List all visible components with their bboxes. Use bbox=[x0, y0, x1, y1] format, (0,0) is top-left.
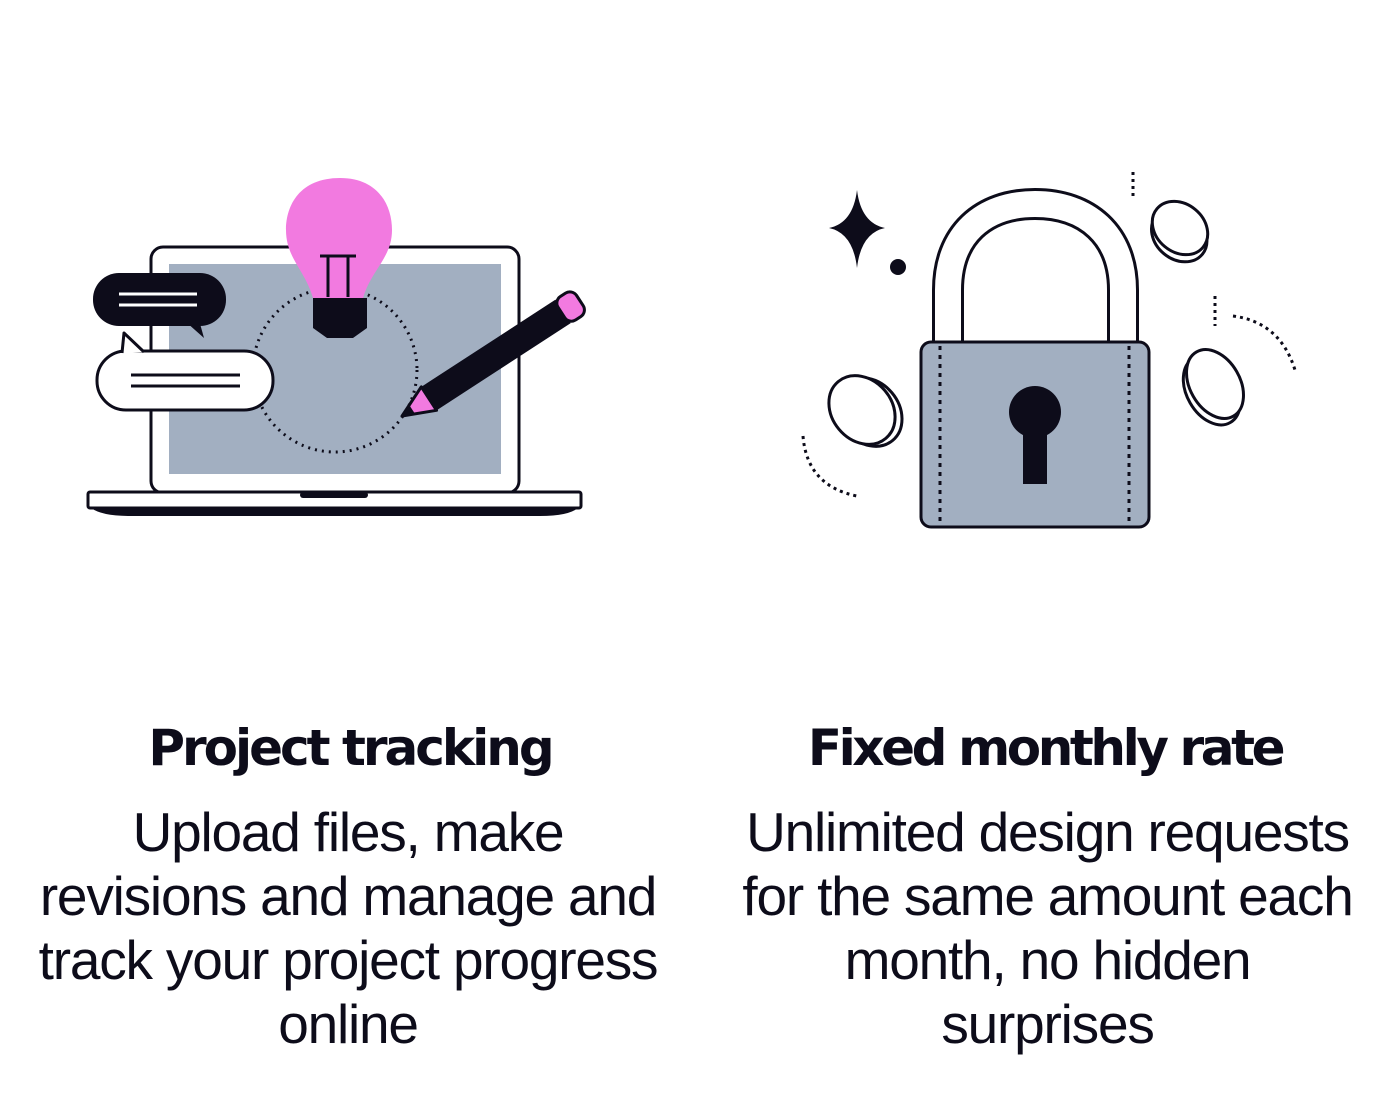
feature-project-tracking: Project tracking Upload files, make revi… bbox=[38, 178, 659, 1055]
feature-description: Unlimited design requests for the same a… bbox=[742, 801, 1353, 1055]
laptop-lightbulb-pencil-icon bbox=[86, 178, 586, 516]
feature-title: Project tracking bbox=[148, 719, 554, 777]
feature-description: Upload files, make revisions and manage … bbox=[38, 801, 659, 1055]
feature-title: Fixed monthly rate bbox=[807, 719, 1286, 777]
padlock-coins-icon bbox=[801, 172, 1297, 529]
feature-fixed-monthly-rate: Fixed monthly rate Unlimited design requ… bbox=[695, 0, 1395, 1100]
